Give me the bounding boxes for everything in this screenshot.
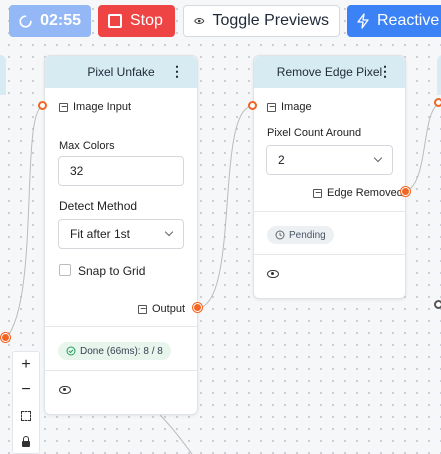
minus-icon: −	[21, 380, 31, 398]
pixel-unfake-output-port[interactable]	[193, 303, 202, 312]
image-port-label: Image	[267, 101, 312, 113]
pixel-unfake-node[interactable]: Pixel Unfake ⋮ Image Input Max Colors 32…	[44, 55, 198, 415]
offscreen-output-port[interactable]	[1, 333, 10, 342]
kebab-menu-icon[interactable]: ⋮	[170, 63, 184, 79]
divider	[45, 370, 197, 371]
zoom-out-button[interactable]: −	[13, 377, 39, 402]
zoom-in-button[interactable]: +	[13, 352, 39, 377]
offscreen-node-right	[437, 55, 441, 95]
output-label: Output	[152, 303, 186, 315]
toggle-previews-label: Toggle Previews	[212, 12, 330, 29]
image-label: Image	[281, 101, 312, 113]
lock-button[interactable]	[13, 429, 39, 454]
toggle-previews-button[interactable]: Toggle Previews	[183, 5, 340, 37]
edge-removed-label: Edge Removed	[327, 187, 403, 199]
status-badge: Pending	[267, 226, 334, 244]
eye-icon	[194, 18, 205, 24]
stop-button[interactable]: Stop	[98, 5, 175, 37]
pixel-count-label: Pixel Count Around	[267, 127, 362, 139]
snap-to-grid-label: Snap to Grid	[78, 264, 146, 278]
pixel-unfake-input-port[interactable]	[38, 101, 47, 110]
zoom-controls: + −	[12, 351, 40, 454]
offscreen-input-port[interactable]	[434, 98, 441, 107]
status-text: Done (66ms): 8 / 8	[80, 345, 163, 357]
status-text: Pending	[289, 229, 326, 241]
reactive-button[interactable]: Reactive	[347, 5, 441, 37]
image-icon	[138, 304, 147, 314]
offscreen-node	[0, 55, 6, 95]
kebab-menu-icon[interactable]: ⋮	[378, 63, 392, 79]
timer-value: 02:55	[40, 12, 81, 29]
output-port-label: Output	[138, 303, 185, 315]
image-icon	[59, 102, 68, 112]
image-input-port-label: Image Input	[59, 101, 131, 113]
offscreen-port-dark[interactable]	[434, 300, 441, 309]
node-title: Pixel Unfake	[87, 65, 155, 79]
reactive-label: Reactive	[377, 12, 440, 29]
eye-icon[interactable]	[59, 386, 71, 394]
lightning-bolt-icon	[357, 13, 369, 29]
status-badge: Done (66ms): 8 / 8	[58, 342, 171, 360]
fit-view-button[interactable]	[13, 403, 39, 428]
max-colors-value: 32	[70, 164, 84, 178]
chevron-down-icon	[164, 227, 174, 237]
edge-removed-port-label: Edge Removed	[313, 187, 403, 199]
snap-to-grid-checkbox[interactable]	[59, 264, 71, 276]
image-icon	[267, 102, 276, 112]
remove-edge-input-port[interactable]	[248, 101, 257, 110]
chevron-down-icon	[373, 153, 383, 163]
stop-square-icon	[108, 14, 122, 28]
plus-icon: +	[21, 355, 31, 373]
max-colors-label: Max Colors	[59, 140, 115, 152]
divider	[254, 254, 405, 255]
image-icon	[313, 188, 322, 198]
clock-icon	[275, 230, 285, 240]
lock-icon	[22, 435, 30, 447]
check-circle-icon	[66, 346, 76, 356]
divider	[254, 211, 405, 212]
fit-view-icon	[21, 410, 31, 421]
detect-method-select[interactable]: Fit after 1st	[58, 219, 184, 249]
pixel-unfake-header[interactable]: Pixel Unfake ⋮	[45, 56, 197, 88]
max-colors-input[interactable]: 32	[58, 156, 184, 186]
remove-edge-output-port[interactable]	[401, 187, 410, 196]
detect-method-value: Fit after 1st	[70, 227, 131, 241]
image-input-label: Image Input	[73, 101, 132, 113]
loading-spinner-icon	[19, 14, 32, 28]
eye-icon[interactable]	[267, 270, 279, 278]
divider	[45, 326, 197, 327]
detect-method-label: Detect Method	[59, 199, 138, 213]
pixel-count-value: 2	[278, 153, 285, 167]
pixel-count-select[interactable]: 2	[266, 145, 393, 175]
remove-edge-pixel-node[interactable]: Remove Edge Pixel ⋮ Image Pixel Count Ar…	[253, 55, 406, 299]
remove-edge-pixel-header[interactable]: Remove Edge Pixel ⋮	[254, 56, 405, 88]
stop-label: Stop	[130, 12, 163, 29]
node-title: Remove Edge Pixel	[276, 65, 383, 79]
timer-button[interactable]: 02:55	[9, 5, 91, 37]
